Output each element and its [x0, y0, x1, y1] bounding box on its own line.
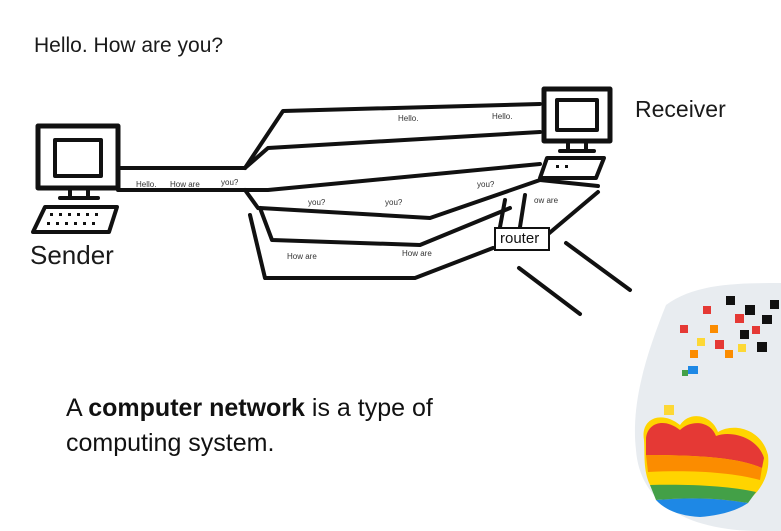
- keyboard-icon: [31, 205, 119, 234]
- receiver-computer-icon: [541, 86, 613, 153]
- packet-text: you?: [308, 198, 326, 207]
- packet-text: Hello.: [492, 112, 512, 121]
- sender-computer-icon: [35, 123, 121, 200]
- packet-text: How are: [402, 249, 432, 258]
- definition-caption: A computer network is a type of computin…: [66, 391, 536, 461]
- sender-label: Sender: [30, 240, 114, 270]
- router-box: router: [494, 227, 550, 251]
- packet-text: you?: [477, 180, 495, 189]
- packet-text: Hello.: [398, 114, 418, 123]
- router-label: router: [500, 230, 540, 247]
- rainbow-heart-image: [634, 283, 781, 531]
- packet-text: you?: [385, 198, 403, 207]
- packet-text: How are: [287, 252, 317, 261]
- caption-suffix: is a type of computing system.: [66, 394, 433, 457]
- packet-text: ow are: [534, 196, 559, 205]
- packet-text: How are: [170, 180, 200, 189]
- packet-labels: Hello. Hello. Hello. How are you? you? y…: [136, 112, 559, 261]
- caption-bold-term: computer network: [88, 394, 305, 422]
- slide-heading: Hello. How are you?: [34, 34, 224, 57]
- receiver-label: Receiver: [635, 96, 726, 122]
- packet-text: you?: [221, 178, 239, 187]
- caption-prefix: A: [66, 394, 89, 422]
- receiver-keyboard-icon: [538, 156, 606, 180]
- packet-text: Hello.: [136, 180, 156, 189]
- network-paths: [116, 102, 632, 316]
